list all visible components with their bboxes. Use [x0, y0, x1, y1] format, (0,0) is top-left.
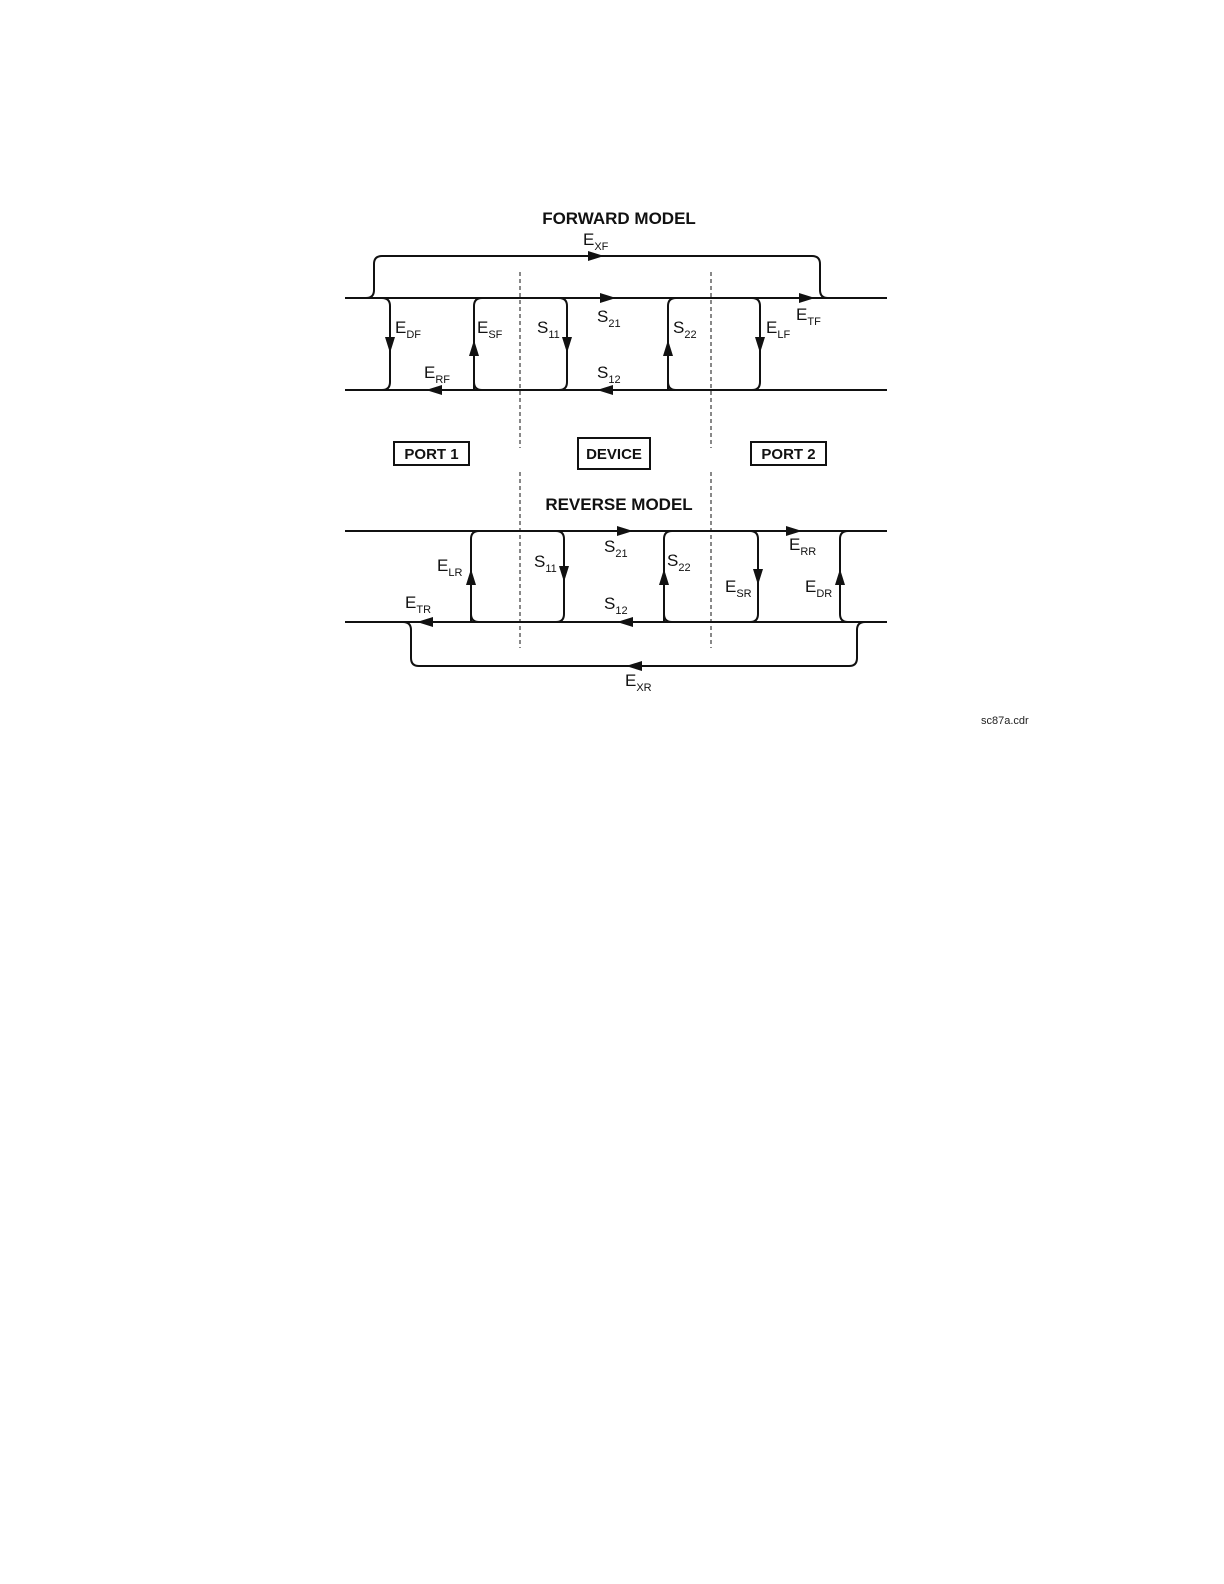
reverse-edr-arrow	[835, 569, 845, 585]
forward-s22-arrow	[663, 340, 673, 356]
forward-esf-arrow	[469, 340, 479, 356]
forward-exf-label: EXF	[583, 230, 609, 253]
forward-etf-arrow	[799, 293, 815, 303]
forward-elf-arrow	[755, 337, 765, 353]
forward-model-title: FORWARD MODEL	[542, 209, 696, 228]
reverse-s22-label: S22	[667, 551, 691, 574]
forward-erf-arrow	[426, 385, 442, 395]
file-name-label: sc87a.cdr	[981, 715, 1029, 727]
reverse-edr-label: EDR	[805, 577, 832, 600]
reverse-elr-label: ELR	[437, 556, 462, 579]
reverse-s11-label: S11	[534, 552, 557, 575]
reverse-s12-label: S12	[604, 594, 628, 617]
reverse-s12-arrow	[617, 617, 633, 627]
forward-s12-label: S12	[597, 363, 621, 386]
forward-edf-arrow	[385, 337, 395, 353]
forward-s21-label: S21	[597, 307, 621, 330]
reverse-esr-arrow	[753, 569, 763, 585]
reverse-etr-arrow	[417, 617, 433, 627]
reverse-elr-s11-loop	[471, 531, 564, 622]
reverse-exr-arrow	[626, 661, 642, 671]
forward-elf-label: ELF	[766, 318, 790, 341]
forward-exf-path	[366, 256, 828, 298]
reverse-exr-path	[403, 622, 865, 666]
forward-s11-arrow	[562, 337, 572, 353]
reverse-s22-arrow	[659, 569, 669, 585]
reverse-esr-label: ESR	[725, 577, 752, 600]
reverse-etr-label: ETR	[405, 593, 431, 616]
reverse-s21-label: S21	[604, 537, 628, 560]
reverse-exr-label: EXR	[625, 671, 652, 694]
port2-label: PORT 2	[761, 446, 815, 463]
forward-s11-label: S11	[537, 318, 560, 341]
forward-s22-elf-loop	[668, 298, 760, 390]
forward-s22-label: S22	[673, 318, 697, 341]
device-label: DEVICE	[586, 446, 642, 463]
reverse-s11-arrow	[559, 566, 569, 582]
forward-edf-label: EDF	[395, 318, 421, 341]
forward-etf-label: ETF	[796, 305, 821, 328]
reverse-elr-arrow	[466, 569, 476, 585]
reverse-s21-arrow	[617, 526, 633, 536]
forward-esf-label: ESF	[477, 318, 503, 341]
forward-s21-arrow	[600, 293, 616, 303]
forward-erf-label: ERF	[424, 363, 450, 386]
forward-s12-arrow	[597, 385, 613, 395]
reverse-model-title: REVERSE MODEL	[545, 495, 692, 514]
reverse-err-label: ERR	[789, 535, 816, 558]
port1-label: PORT 1	[404, 446, 458, 463]
